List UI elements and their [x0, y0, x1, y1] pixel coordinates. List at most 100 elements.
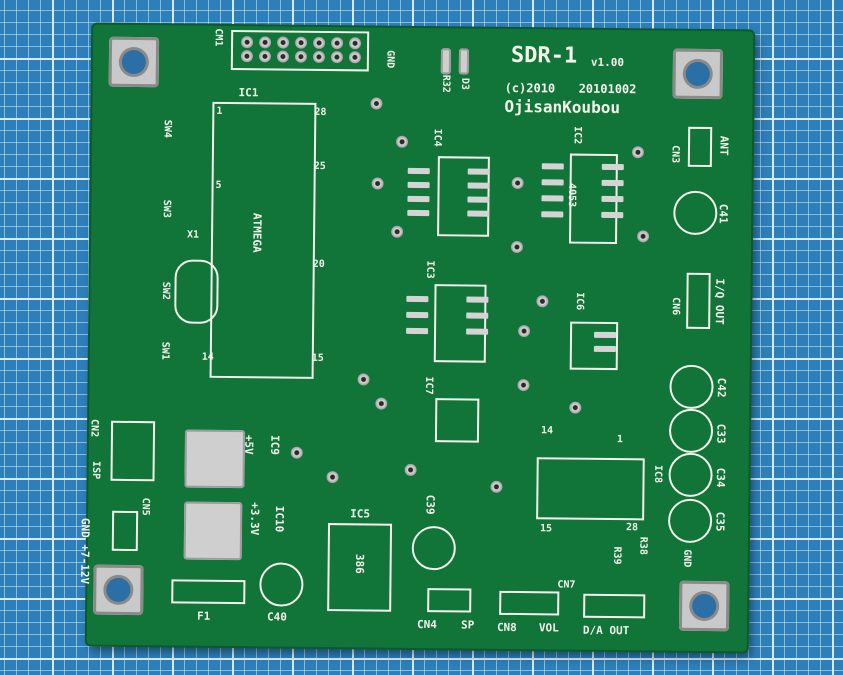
da-out-label: D/A OUT	[582, 623, 630, 638]
c34-capacitor	[668, 452, 713, 498]
via-pad	[517, 379, 530, 392]
ic2-lead	[601, 211, 624, 219]
f1-fuse	[171, 579, 246, 605]
ic2-lead	[601, 195, 624, 203]
gnd-right-label: GND	[681, 549, 693, 568]
via-pad	[569, 401, 582, 414]
ic5-outline	[327, 523, 393, 612]
ic10-regulator	[183, 501, 243, 561]
ic2-label: IC2	[571, 126, 583, 145]
c33-label: C33	[714, 423, 728, 444]
ic2-lead	[541, 179, 564, 186]
ic8-pin28-label: 28	[625, 522, 639, 534]
cm1-pad	[313, 36, 326, 49]
cm1-pad	[349, 37, 362, 50]
via-pad	[375, 397, 388, 410]
ic8-pin1-label: 1	[616, 434, 624, 446]
board-date: 20101002	[578, 81, 637, 97]
board-version: v1.00	[590, 55, 625, 70]
cm1-pad	[348, 51, 361, 64]
cm1-pad	[330, 51, 343, 64]
cm1-pad	[295, 36, 308, 49]
c35-capacitor	[667, 498, 713, 544]
cm1-pad	[312, 50, 326, 63]
ic3-lead	[466, 312, 489, 319]
plus33v-label: +3.3V	[247, 502, 262, 536]
via-pad	[631, 146, 645, 159]
atmega-label: ATMEGA	[250, 212, 264, 253]
ic3-label: IC3	[424, 260, 436, 279]
via-pad	[357, 373, 370, 386]
ic4-label: IC4	[431, 128, 443, 147]
ic4-lead	[407, 181, 430, 189]
c34-label: C34	[713, 467, 728, 488]
c41-capacitor	[673, 190, 718, 236]
plus5v-label: +5V	[242, 434, 256, 455]
ic2-lead	[601, 163, 624, 171]
cn7-header	[583, 593, 646, 619]
ic6-label: IC6	[573, 292, 586, 311]
cn5-label: CN5	[139, 497, 151, 516]
via-pad	[391, 225, 404, 238]
ic3-lead	[466, 296, 489, 303]
ic4-lead	[467, 210, 490, 217]
ic7-outline	[434, 398, 480, 443]
ant-label: ANT	[717, 135, 731, 156]
mounting-hole-top-right	[672, 48, 724, 100]
ic1-pin1-label: 1	[216, 105, 223, 117]
cm1-pad	[331, 37, 344, 50]
ic2-lead	[541, 163, 564, 170]
pcb-board: SDR-1 v1.00 (c)2010 20101002 OjisanKoubo…	[78, 24, 754, 652]
gnd-top-label: GND	[384, 50, 396, 69]
r39-label: R39	[611, 546, 623, 565]
f1-label: F1	[197, 609, 211, 623]
ic1-pin5-label: 5	[215, 179, 222, 191]
ic4-lead	[407, 209, 430, 217]
ic3-lead	[406, 327, 429, 335]
cm1-pad	[240, 50, 254, 63]
vol-label: VOL	[538, 621, 559, 635]
ic2-lead	[541, 195, 564, 202]
via-pad	[290, 446, 303, 459]
ic8-outline	[536, 457, 645, 521]
c39-label: C39	[423, 494, 437, 515]
c42-capacitor	[669, 364, 714, 410]
ic7-label: IC7	[422, 376, 435, 395]
ic6-lead	[594, 331, 617, 339]
ic6-lead	[593, 345, 616, 353]
ic2-lead	[541, 211, 564, 218]
cn8-label: CN8	[496, 620, 517, 635]
ic8-pin15-label: 15	[539, 523, 553, 535]
ic1-pin15-label: 15	[311, 352, 324, 364]
cn3-header	[687, 126, 713, 168]
ic4-lead	[467, 196, 490, 203]
ic3-lead	[406, 311, 429, 319]
ic3-lead	[406, 295, 429, 303]
via-pad	[370, 97, 383, 110]
c35-label: C35	[713, 511, 727, 532]
r38-label: R38	[637, 536, 649, 555]
cm1-pad	[258, 50, 272, 63]
via-pad	[404, 463, 417, 476]
sw2-label: SW2	[159, 281, 172, 300]
ic1-label: IC1	[238, 86, 259, 100]
x1-label: X1	[187, 229, 200, 241]
board-maker: OjisanKoubou	[504, 96, 621, 118]
via-pad	[395, 135, 409, 148]
ic8-pin14-label: 14	[540, 425, 554, 437]
c41-label: C41	[716, 203, 730, 224]
ic2-lead	[601, 179, 624, 187]
power-label: GND +7-12V	[78, 517, 92, 585]
via-pad	[326, 471, 339, 484]
ic8-label: IC8	[652, 464, 664, 484]
board-title: SDR-1	[510, 42, 578, 69]
cn6-header	[686, 272, 711, 330]
cm1-pad	[294, 50, 308, 63]
cm1-pad	[276, 50, 290, 63]
ic4-lead	[467, 182, 490, 189]
mounting-hole-bottom-left	[93, 564, 144, 616]
cn4-header	[427, 588, 472, 613]
ic1-pin20-label: 20	[312, 258, 325, 270]
via-pad	[511, 176, 524, 190]
ic9-regulator	[184, 429, 246, 489]
